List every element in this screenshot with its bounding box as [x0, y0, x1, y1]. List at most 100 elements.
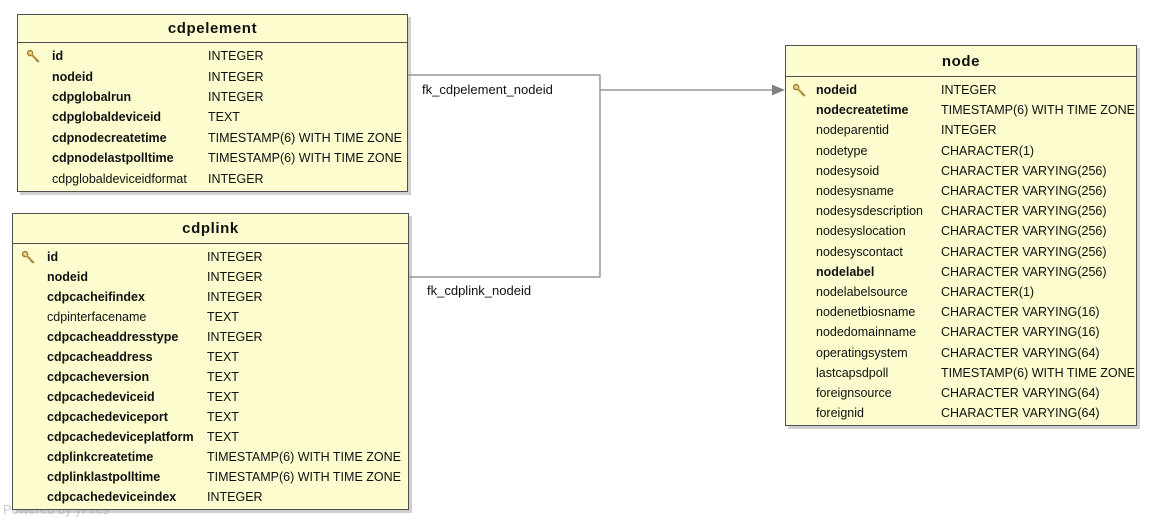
column-name: operatingsystem: [816, 345, 908, 360]
column-type: TEXT: [207, 310, 239, 324]
relation-label-fk-cdplink-nodeid: fk_cdplink_nodeid: [427, 283, 532, 298]
column-type: INTEGER: [941, 83, 997, 98]
column-type: INTEGER: [941, 123, 997, 138]
column-name: cdpcachedeviceindex: [47, 490, 177, 504]
table-row: nodeid INTEGER: [13, 267, 408, 287]
column-name: nodeparentid: [816, 123, 889, 138]
table-title: cdpelement: [18, 15, 407, 43]
column-type: CHARACTER(1): [941, 143, 1035, 158]
column-type: TIMESTAMP(6) WITH TIME ZONE: [941, 103, 1135, 118]
column-name: cdplinkcreatetime: [47, 450, 154, 464]
column-type: TIMESTAMP(6) WITH TIME ZONE: [208, 151, 402, 166]
column-type: CHARACTER VARYING(256): [941, 163, 1107, 178]
column-type: CHARACTER VARYING(64): [941, 345, 1100, 360]
column-type: INTEGER: [207, 290, 263, 304]
table-row: nodeid INTEGER: [786, 80, 1136, 100]
table-row: cdpcachedeviceid TEXT: [13, 387, 408, 407]
table-row: cdpinterfacename TEXT: [13, 307, 408, 327]
column-type: INTEGER: [207, 270, 263, 284]
column-name: cdpcachedeviceid: [47, 390, 155, 404]
column-type: INTEGER: [207, 330, 263, 344]
column-name: nodenetbiosname: [816, 305, 916, 320]
column-type: TEXT: [207, 410, 239, 424]
column-name: lastcapsdpoll: [816, 365, 889, 380]
column-name: cdpcachedeviceport: [47, 410, 168, 424]
column-type: CHARACTER VARYING(256): [941, 244, 1107, 259]
column-type: CHARACTER VARYING(256): [941, 204, 1107, 219]
column-type: INTEGER: [208, 49, 264, 64]
column-name: nodesysdescription: [816, 204, 924, 219]
column-name: cdpglobalrun: [52, 89, 132, 104]
column-type: INTEGER: [207, 490, 263, 504]
column-type: TIMESTAMP(6) WITH TIME ZONE: [208, 130, 402, 145]
column-type: CHARACTER(1): [941, 284, 1035, 299]
column-type: TEXT: [207, 390, 239, 404]
column-name: cdpnodelastpolltime: [52, 151, 174, 166]
column-name: nodesysoid: [816, 163, 880, 178]
column-name: cdpinterfacename: [47, 310, 147, 324]
table-row: cdpnodelastpolltime TIMESTAMP(6) WITH TIM…: [18, 148, 407, 168]
column-name: nodeid: [47, 270, 88, 284]
column-type: INTEGER: [208, 69, 264, 84]
column-type: TIMESTAMP(6) WITH TIME ZONE: [207, 470, 401, 484]
table-row: nodedomainname CHARACTER VARYING(16): [786, 322, 1136, 342]
table-row: cdpcacheifindex INTEGER: [13, 287, 408, 307]
arrowhead-icon: [772, 84, 785, 96]
table-row: cdpnodecreatetime TIMESTAMP(6) WITH TIME …: [18, 128, 407, 148]
column-name: cdpcacheifindex: [47, 290, 145, 304]
column-type: TEXT: [207, 350, 239, 364]
table-row: cdpcachedeviceindex INTEGER: [13, 487, 408, 507]
column-name: cdpnodecreatetime: [52, 130, 167, 145]
column-name: nodedomainname: [816, 325, 917, 340]
column-type: CHARACTER VARYING(16): [941, 325, 1100, 340]
column-name: nodeid: [52, 69, 93, 84]
column-name: nodesysname: [816, 184, 894, 199]
column-type: TEXT: [207, 430, 239, 444]
column-name: foreignsource: [816, 385, 892, 400]
table-row: cdpcacheversion TEXT: [13, 367, 408, 387]
table-row: nodesysoid CHARACTER VARYING(256): [786, 161, 1136, 181]
column-name: nodeid: [816, 83, 857, 98]
table-row: cdpcacheaddresstype INTEGER: [13, 327, 408, 347]
table-row: operatingsystem CHARACTER VARYING(64): [786, 342, 1136, 362]
column-name: id: [52, 49, 64, 64]
column-type: CHARACTER VARYING(16): [941, 305, 1100, 320]
table-row: id INTEGER: [18, 46, 407, 66]
table-row: nodesyscontact CHARACTER VARYING(256): [786, 242, 1136, 262]
column-type: CHARACTER VARYING(64): [941, 385, 1100, 400]
table-title: cdplink: [13, 214, 408, 244]
column-type: TIMESTAMP(6) WITH TIME ZONE: [941, 365, 1135, 380]
column-name: cdpglobaldeviceid: [52, 110, 162, 125]
table-row: nodeid INTEGER: [18, 66, 407, 86]
column-name: cdpglobaldeviceidformat: [52, 171, 187, 186]
column-name: nodesyscontact: [816, 244, 903, 259]
column-name: cdpcacheaddresstype: [47, 330, 179, 344]
column-name: id: [47, 250, 59, 264]
column-type: INTEGER: [208, 89, 264, 104]
column-type: CHARACTER VARYING(256): [941, 264, 1107, 279]
table-title: node: [786, 46, 1136, 77]
column-type: TEXT: [207, 370, 239, 384]
relation-label-fk-cdpelement-nodeid: fk_cdpelement_nodeid: [422, 82, 553, 97]
column-name: nodesyslocation: [816, 224, 906, 239]
column-name: cdpcacheversion: [47, 370, 150, 384]
